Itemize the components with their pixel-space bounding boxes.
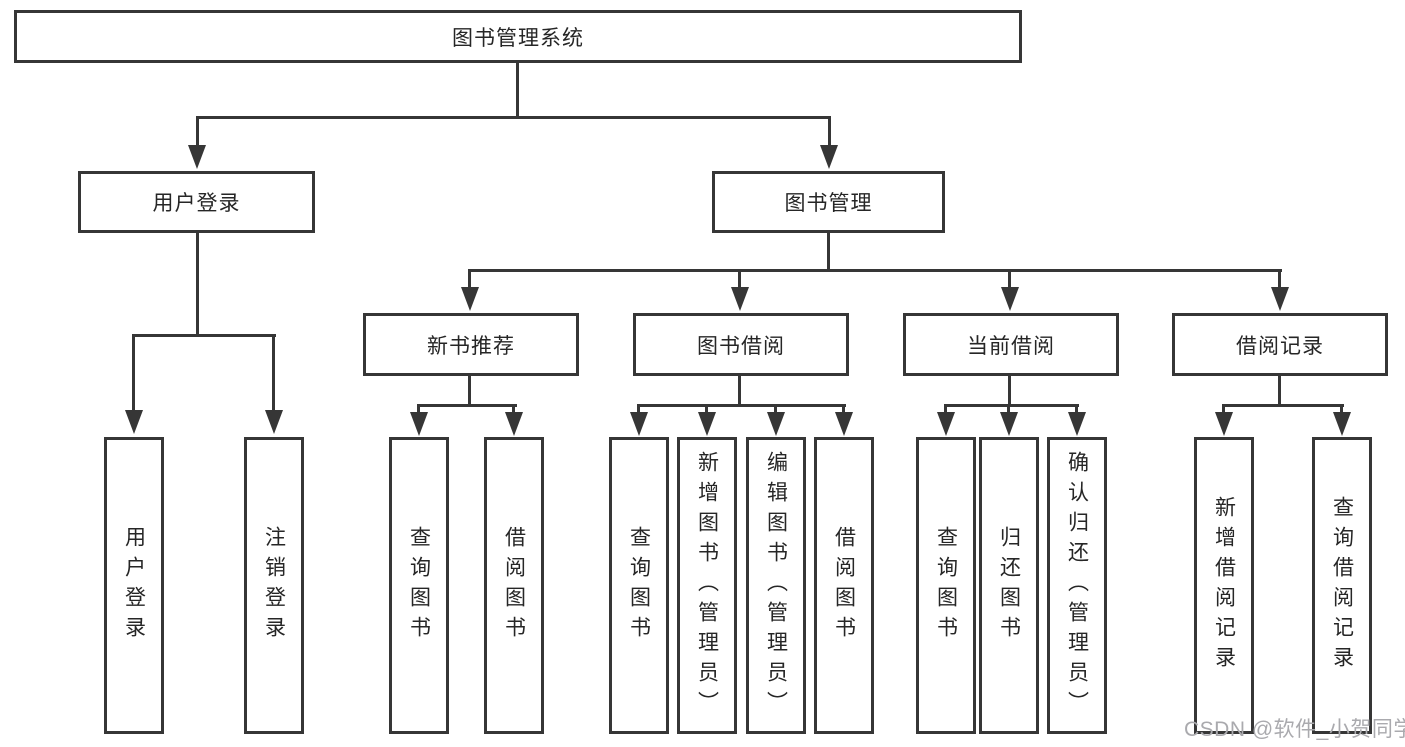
connector-line: [1075, 404, 1078, 414]
leaf-label: 查询图书: [627, 525, 651, 646]
connector-line: [944, 404, 1079, 407]
node-label: 图书借阅: [697, 334, 785, 358]
node-borrowing-records: 借阅记录: [1172, 313, 1388, 376]
leaf-edit-books-admin: 编辑图书（管理员）: [746, 437, 806, 734]
leaf-query-borrow-record: 查询借阅记录: [1312, 437, 1372, 734]
connector-line: [1222, 404, 1344, 407]
leaf-label: 新增借阅记录: [1212, 495, 1236, 676]
connector-line: [738, 376, 741, 407]
connector-line: [705, 404, 708, 414]
arrowhead-down-icon: [188, 145, 206, 169]
connector-line: [417, 404, 517, 407]
node-label: 图书管理系统: [452, 26, 584, 50]
leaf-label: 查询图书: [407, 525, 431, 646]
connector-line: [1340, 404, 1343, 414]
csdn-watermark: CSDN @软件_小贺同学: [1184, 718, 1405, 741]
node-label: 图书管理: [784, 192, 873, 215]
leaf-label: 借阅图书: [832, 525, 856, 646]
connector-line: [196, 116, 830, 119]
arrowhead-down-icon: [767, 412, 785, 436]
connector-line: [516, 63, 519, 116]
connector-line: [468, 269, 471, 289]
arrowhead-down-icon: [835, 412, 853, 436]
arrowhead-down-icon: [731, 287, 749, 311]
leaf-label: 新增图书（管理员）: [695, 450, 719, 721]
arrowhead-down-icon: [937, 412, 955, 436]
connector-line: [196, 116, 199, 147]
arrowhead-down-icon: [125, 410, 143, 434]
connector-line: [1008, 269, 1011, 289]
connector-line: [417, 404, 420, 414]
arrowhead-down-icon: [698, 412, 716, 436]
arrowhead-down-icon: [630, 412, 648, 436]
connector-line: [637, 404, 846, 407]
leaf-query-books-current: 查询图书: [916, 437, 976, 734]
arrowhead-down-icon: [1000, 412, 1018, 436]
node-label: 当前借阅: [967, 334, 1055, 358]
connector-line: [132, 334, 276, 337]
arrowhead-down-icon: [265, 410, 283, 434]
arrowhead-down-icon: [1271, 287, 1289, 311]
connector-line: [637, 404, 640, 414]
leaf-query-books-borrowing: 查询图书: [609, 437, 669, 734]
leaf-label: 查询借阅记录: [1330, 495, 1354, 676]
connector-line: [469, 269, 1282, 272]
connector-line: [738, 269, 741, 289]
leaf-query-books-recommend: 查询图书: [389, 437, 449, 734]
node-label: 借阅记录: [1236, 334, 1324, 358]
node-new-book-recommendation: 新书推荐: [363, 313, 579, 376]
connector-line: [512, 404, 515, 414]
arrowhead-down-icon: [410, 412, 428, 436]
node-current-borrowing: 当前借阅: [903, 313, 1119, 376]
connector-line: [272, 334, 275, 412]
connector-line: [132, 334, 135, 412]
connector-line: [1008, 376, 1011, 407]
node-label: 新书推荐: [427, 334, 515, 358]
leaf-borrow-books: 借阅图书: [814, 437, 874, 734]
leaf-label: 借阅图书: [502, 525, 526, 646]
leaf-label: 注销登录: [262, 525, 286, 646]
arrowhead-down-icon: [1001, 287, 1019, 311]
leaf-label: 归还图书: [997, 525, 1021, 646]
connector-line: [842, 404, 845, 414]
leaf-label: 编辑图书（管理员）: [764, 450, 788, 721]
connector-line: [1278, 269, 1281, 289]
arrowhead-down-icon: [461, 287, 479, 311]
arrowhead-down-icon: [1333, 412, 1351, 436]
arrowhead-down-icon: [1068, 412, 1086, 436]
leaf-return-books: 归还图书: [979, 437, 1039, 734]
arrowhead-down-icon: [1215, 412, 1233, 436]
node-label: 用户登录: [152, 192, 241, 215]
connector-line: [1222, 404, 1225, 414]
node-user-login: 用户登录: [78, 171, 315, 233]
connector-line: [468, 376, 471, 407]
arrowhead-down-icon: [820, 145, 838, 169]
arrowhead-down-icon: [505, 412, 523, 436]
leaf-confirm-return-admin: 确认归还（管理员）: [1047, 437, 1107, 734]
connector-line: [774, 404, 777, 414]
connector-line: [827, 233, 830, 272]
leaf-label: 查询图书: [934, 525, 958, 646]
connector-line: [944, 404, 947, 414]
node-library-management-system: 图书管理系统: [14, 10, 1022, 63]
leaf-borrow-books-recommend: 借阅图书: [484, 437, 544, 734]
leaf-user-login: 用户登录: [104, 437, 164, 734]
connector-line: [196, 233, 199, 337]
leaf-add-borrow-record: 新增借阅记录: [1194, 437, 1254, 734]
connector-line: [1278, 376, 1281, 407]
leaf-label: 确认归还（管理员）: [1065, 450, 1089, 721]
node-book-management: 图书管理: [712, 171, 945, 233]
leaf-logout-login: 注销登录: [244, 437, 304, 734]
node-book-borrowing: 图书借阅: [633, 313, 849, 376]
leaf-label: 用户登录: [122, 525, 146, 646]
connector-line: [828, 116, 831, 147]
connector-line: [1007, 404, 1010, 414]
leaf-add-books-admin: 新增图书（管理员）: [677, 437, 737, 734]
